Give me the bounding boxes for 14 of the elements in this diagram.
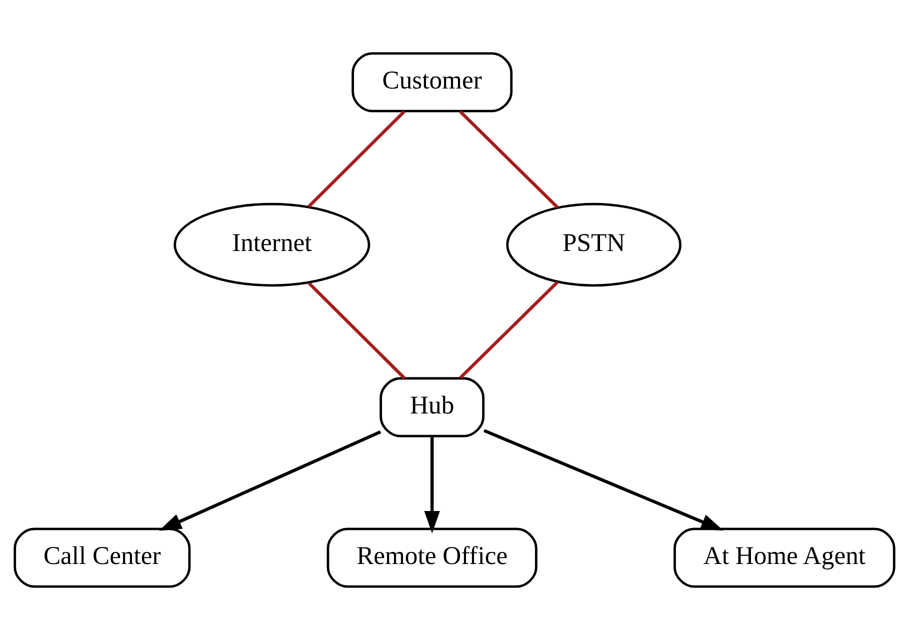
- node-ellipse: PSTN: [506, 202, 682, 287]
- node-box: At Home Agent: [674, 528, 896, 588]
- node-box: Remote Office: [326, 528, 538, 588]
- arrow: [483, 429, 724, 531]
- connector: [459, 110, 559, 208]
- node-box: Hub: [380, 377, 485, 438]
- node-ellipse: Internet: [174, 202, 370, 287]
- arrow: [159, 430, 382, 531]
- arrow: [424, 436, 440, 534]
- connector: [307, 110, 406, 208]
- node-box: Call Center: [14, 528, 191, 588]
- node-box: Customer: [352, 52, 513, 112]
- connector: [308, 282, 406, 380]
- connector: [459, 280, 559, 380]
